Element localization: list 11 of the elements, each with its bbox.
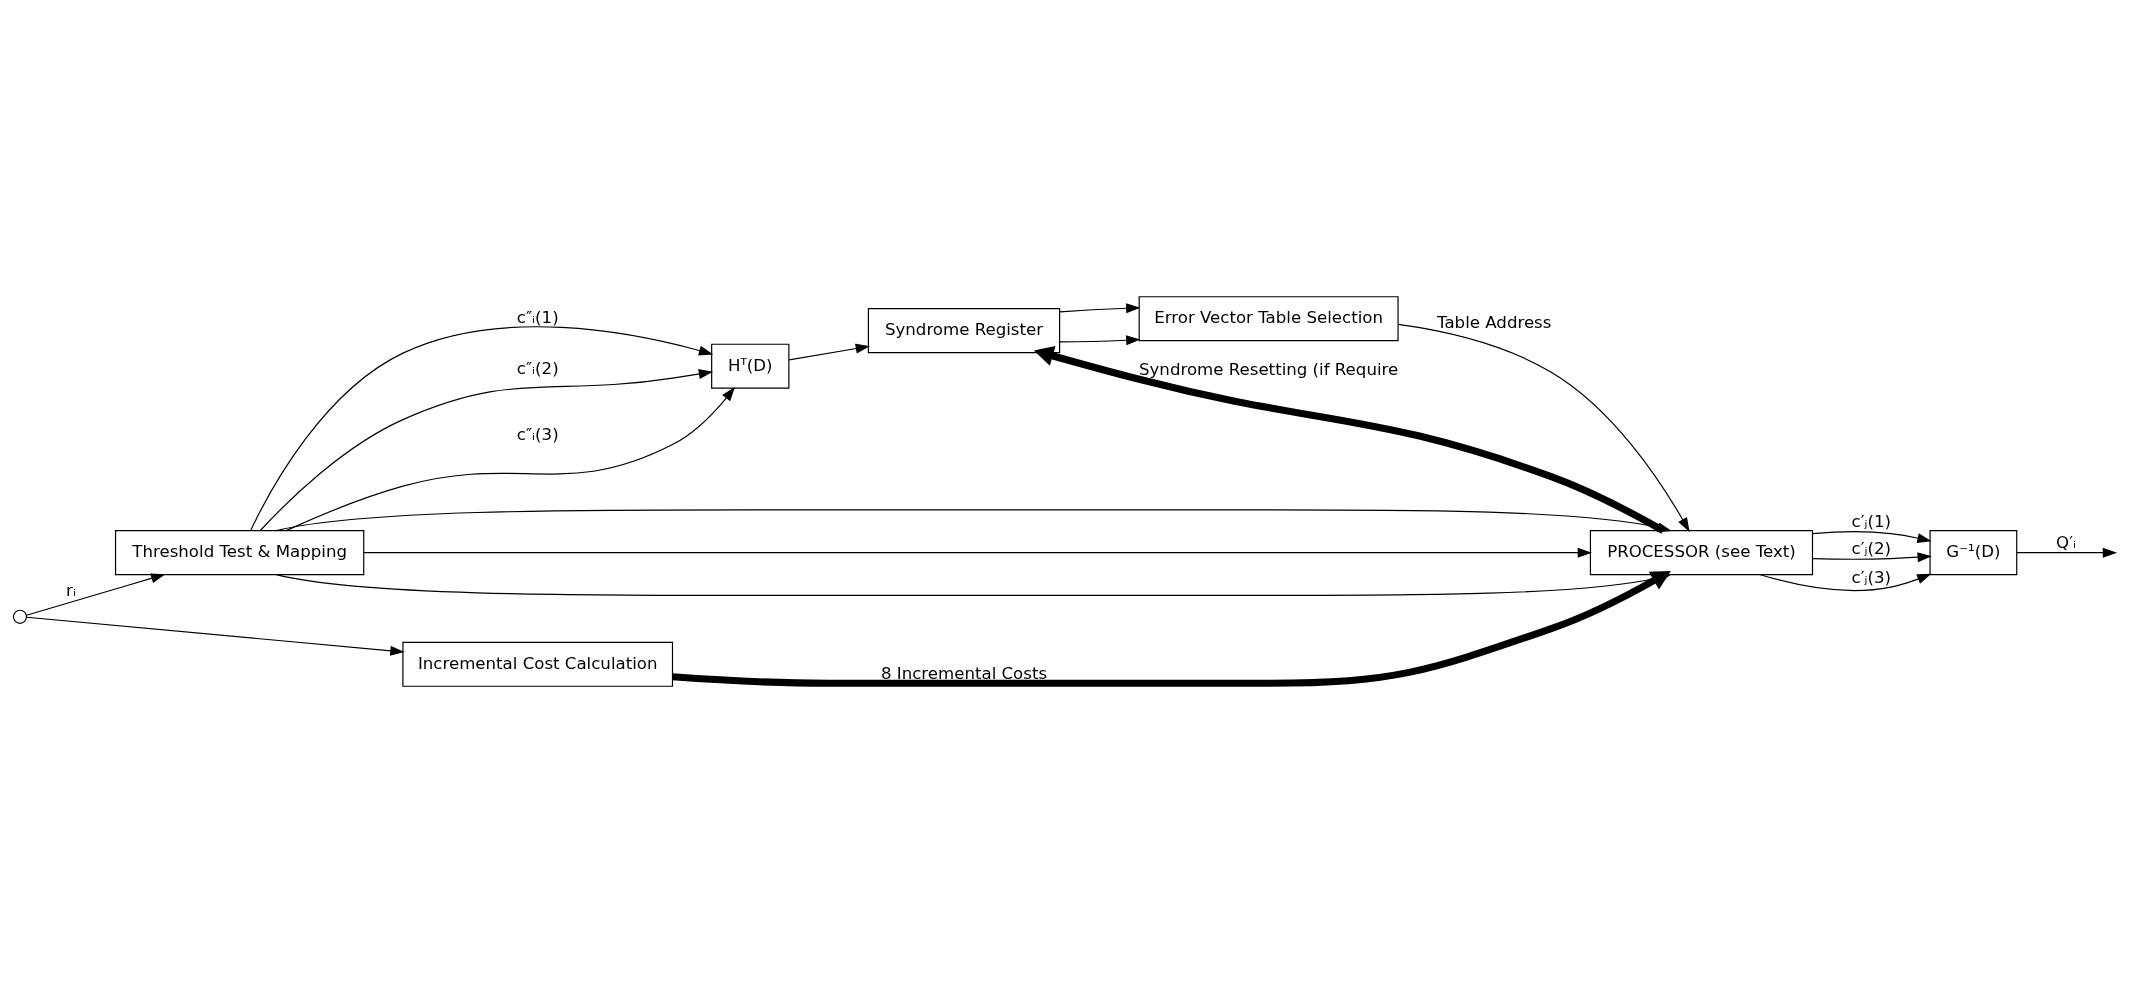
edge-label: Syndrome Resetting (if Require bbox=[1139, 359, 1399, 379]
edge-label: c′ⱼ(2) bbox=[1851, 539, 1891, 559]
edge-label: Table Address bbox=[1437, 313, 1552, 333]
edge-label: Q′ᵢ bbox=[2056, 533, 2076, 553]
edge-label: c″ᵢ(3) bbox=[516, 425, 559, 445]
edge-label: c′ⱼ(3) bbox=[1851, 567, 1891, 587]
edge-label: c″ᵢ(2) bbox=[516, 358, 559, 378]
edge-label: rᵢ bbox=[66, 580, 76, 600]
edge-label: 8 Incremental Costs bbox=[880, 663, 1048, 683]
edge-label: c′ⱼ(1) bbox=[1851, 511, 1891, 531]
edge-label: c″ᵢ(1) bbox=[516, 307, 559, 327]
